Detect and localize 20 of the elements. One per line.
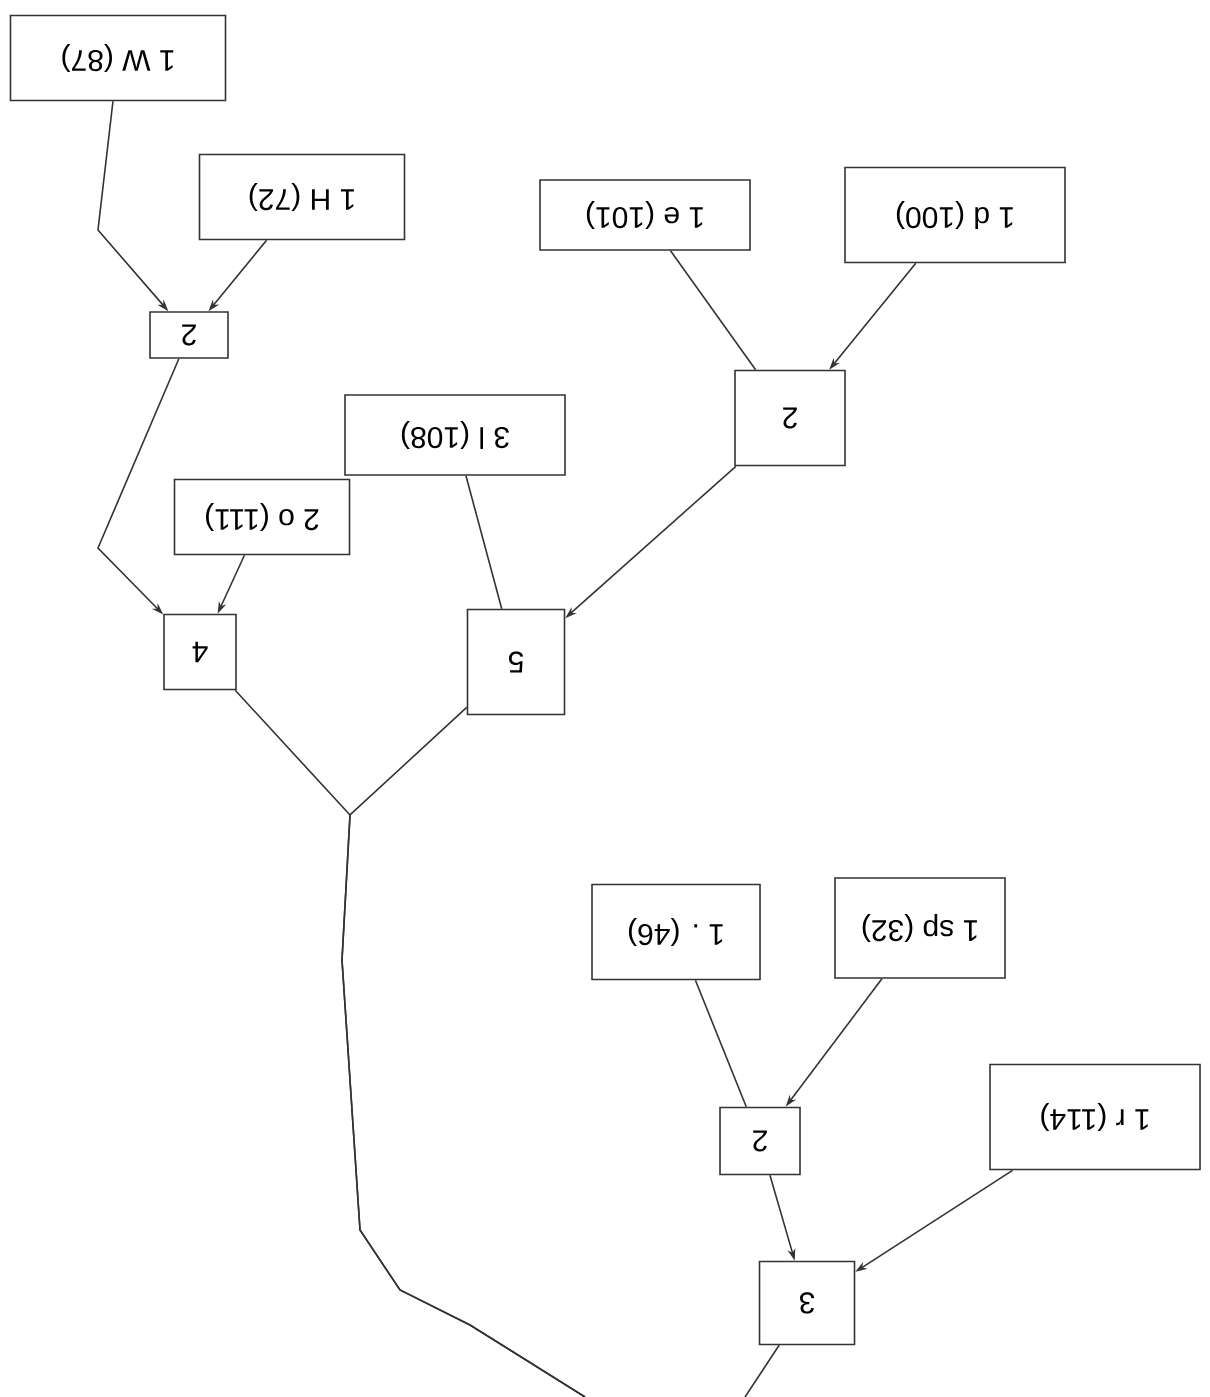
leaf-box: 1 d (100) bbox=[844, 166, 1066, 264]
count-box: 5 bbox=[466, 608, 566, 716]
count-box: 2 bbox=[719, 1106, 801, 1176]
count-box: 4 bbox=[163, 613, 237, 691]
leaf-box: 1 r (114) bbox=[989, 1063, 1201, 1171]
connector-line bbox=[669, 250, 757, 371]
leaf-box: 2 o (111) bbox=[173, 478, 351, 556]
connector-line bbox=[465, 475, 503, 610]
count-box: 3 bbox=[758, 1260, 856, 1346]
count-box: 2 bbox=[734, 369, 846, 467]
leaf-box: 1 H (72) bbox=[198, 153, 406, 241]
connector-line bbox=[694, 979, 748, 1108]
leaf-box: 1 sp (32) bbox=[834, 877, 1006, 979]
leaf-box: 1 W (87) bbox=[9, 14, 227, 102]
leaf-box: 3 l (108) bbox=[344, 394, 566, 476]
connector-line bbox=[744, 1344, 780, 1397]
leaf-box: 1 e (101) bbox=[539, 179, 751, 251]
connector-line bbox=[341, 706, 586, 1397]
leaf-box: 1 . (46) bbox=[591, 883, 761, 981]
count-box: 2 bbox=[149, 311, 229, 359]
